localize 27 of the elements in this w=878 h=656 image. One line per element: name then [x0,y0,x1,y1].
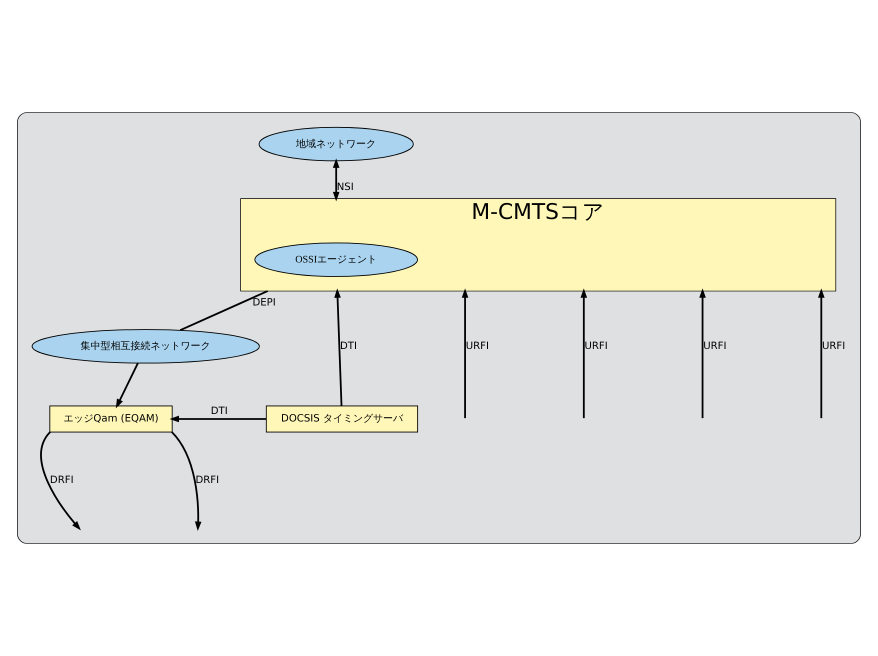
node-box: エッジQam (EQAM) [49,406,173,432]
edge-label: URFI [822,341,846,352]
arrow [818,288,825,418]
arrow [580,288,588,418]
edge-label: URFI [703,341,726,352]
arrow [462,288,468,418]
arrow [116,362,139,408]
cluster [17,112,861,544]
arrow [40,431,81,530]
edge-label: NSI [336,182,354,194]
edge-label: URFI [584,341,608,352]
node-ellipse: 地域ネットワーク [258,126,414,162]
arrow [699,288,706,418]
arrow [334,288,342,406]
edge-label: DRFI [195,474,220,486]
arrow [170,416,266,422]
edge-label: DTI [210,406,228,418]
edge-label: URFI [466,341,490,352]
edge-label: DEPI [252,298,276,309]
node-ellipse: OSSIエージェント [254,242,418,277]
arrow [332,158,340,202]
edge-label: DTI [340,341,357,352]
edge-label: DRFI [50,474,74,486]
connector [180,290,268,331]
arrow [171,431,202,531]
node-ellipse: 集中型相互接続ネットワーク [32,329,260,364]
node-box: DOCSIS タイミングサーバ [266,406,418,432]
